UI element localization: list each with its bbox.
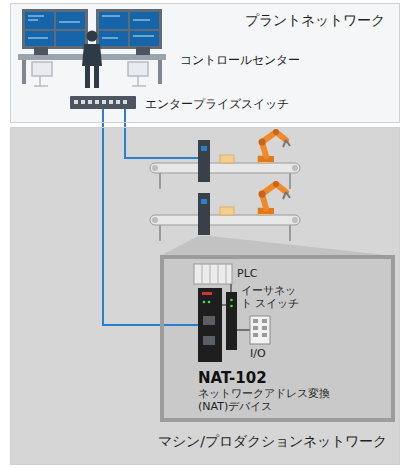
model-name: NAT-102	[198, 369, 387, 387]
component-label: イーサネット スイッチ	[241, 284, 301, 310]
component-label: エンタープライズスイッチ	[145, 97, 289, 111]
device-description: ネットワークアドレス変換 (NAT)デバイス	[198, 387, 348, 415]
network-band: マシン/プロダクションネットワーク NAT-102ネットワークアドレス変換 (NA…	[10, 127, 400, 465]
panel-devices	[194, 264, 270, 362]
network-wire	[103, 109, 198, 325]
component-label: I/O	[250, 347, 266, 360]
production-line	[150, 129, 300, 241]
component-label: コントロールセンター	[180, 53, 300, 67]
band-title: プラントネットワーク	[11, 12, 385, 29]
enterprise-switch	[70, 96, 136, 109]
band-title: マシン/プロダクションネットワーク	[11, 433, 387, 450]
network-wire	[125, 109, 198, 158]
control-center	[18, 9, 166, 88]
device-panel: NAT-102ネットワークアドレス変換 (NAT)デバイス	[160, 255, 395, 422]
zoom-wedge	[160, 236, 395, 256]
component-label: PLC	[237, 267, 257, 280]
